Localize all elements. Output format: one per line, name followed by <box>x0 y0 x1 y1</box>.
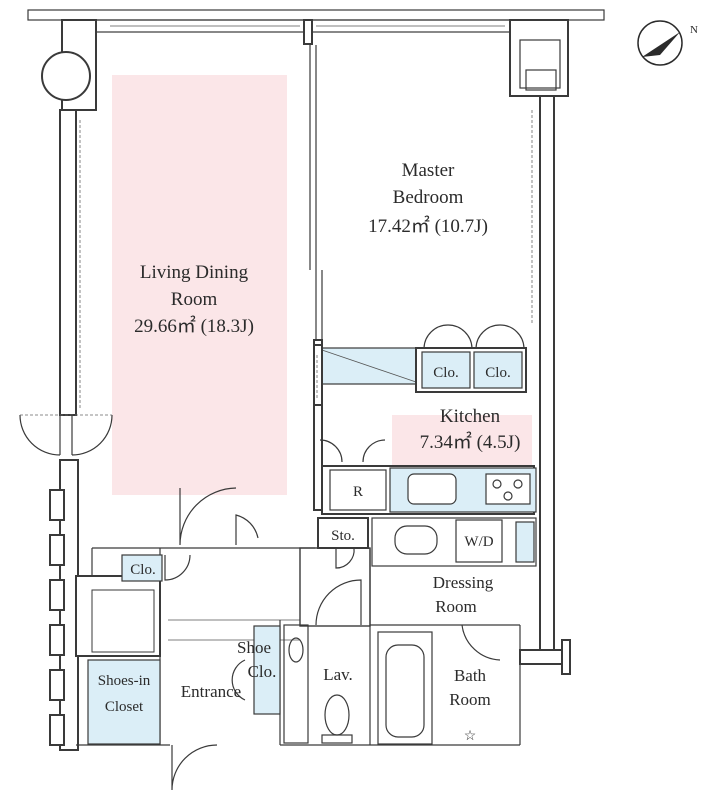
living-room-name-2: Room <box>171 289 218 310</box>
entrance-closet-label: Clo. <box>130 562 155 578</box>
compass-north-label: N <box>690 24 698 36</box>
refrigerator-label: R <box>353 484 363 500</box>
bath-room-name-1: Bath <box>454 666 487 685</box>
lav-name: Lav. <box>323 665 353 684</box>
closet-label-1: Clo. <box>433 365 458 381</box>
kitchen-highlight <box>392 415 532 467</box>
kitchen-counter <box>321 465 537 515</box>
master-bedroom-area: 17.42㎡ (10.7J) <box>368 214 488 237</box>
partition-living-bedroom <box>303 19 323 511</box>
shoes-closet-name-2: Closet <box>105 699 144 715</box>
kitchen-name: Kitchen <box>440 406 501 427</box>
shoes-closet-name-1: Shoes-in <box>98 673 151 689</box>
living-room-highlight <box>112 75 287 495</box>
living-room-name-1: Living Dining <box>140 262 249 283</box>
bath-room-name-2: Room <box>449 690 491 709</box>
entrance-name: Entrance <box>181 682 241 701</box>
living-room-area: 29.66㎡ (18.3J) <box>134 314 254 337</box>
left-lower-wall <box>49 459 79 751</box>
svg-text:☆: ☆ <box>464 729 477 744</box>
left-column <box>41 19 97 416</box>
washer-dryer-label: W/D <box>464 534 493 550</box>
lav-fixtures <box>283 624 353 744</box>
master-bedroom-name-2: Bedroom <box>393 187 464 208</box>
dressing-room-name-2: Room <box>435 597 477 616</box>
shoe-clo-name-1: Shoe <box>237 638 271 657</box>
door-arcs <box>164 324 525 791</box>
bathtub: ☆ <box>377 631 477 745</box>
utility-row <box>317 517 537 567</box>
bedroom-closets <box>313 344 527 406</box>
kitchen-area: 7.34㎡ (4.5J) <box>420 430 521 453</box>
storage-label: Sto. <box>331 528 355 544</box>
compass-icon: N <box>637 20 698 66</box>
right-column <box>509 19 571 675</box>
dressing-room-name-1: Dressing <box>433 573 494 592</box>
master-bedroom-name-1: Master <box>402 160 455 181</box>
interior-walls-lower <box>75 547 521 746</box>
entrance-closets <box>87 554 281 745</box>
shoe-clo-name-2: Clo. <box>248 662 277 681</box>
closet-label-2: Clo. <box>485 365 510 381</box>
balcony-door[interactable] <box>19 414 113 456</box>
